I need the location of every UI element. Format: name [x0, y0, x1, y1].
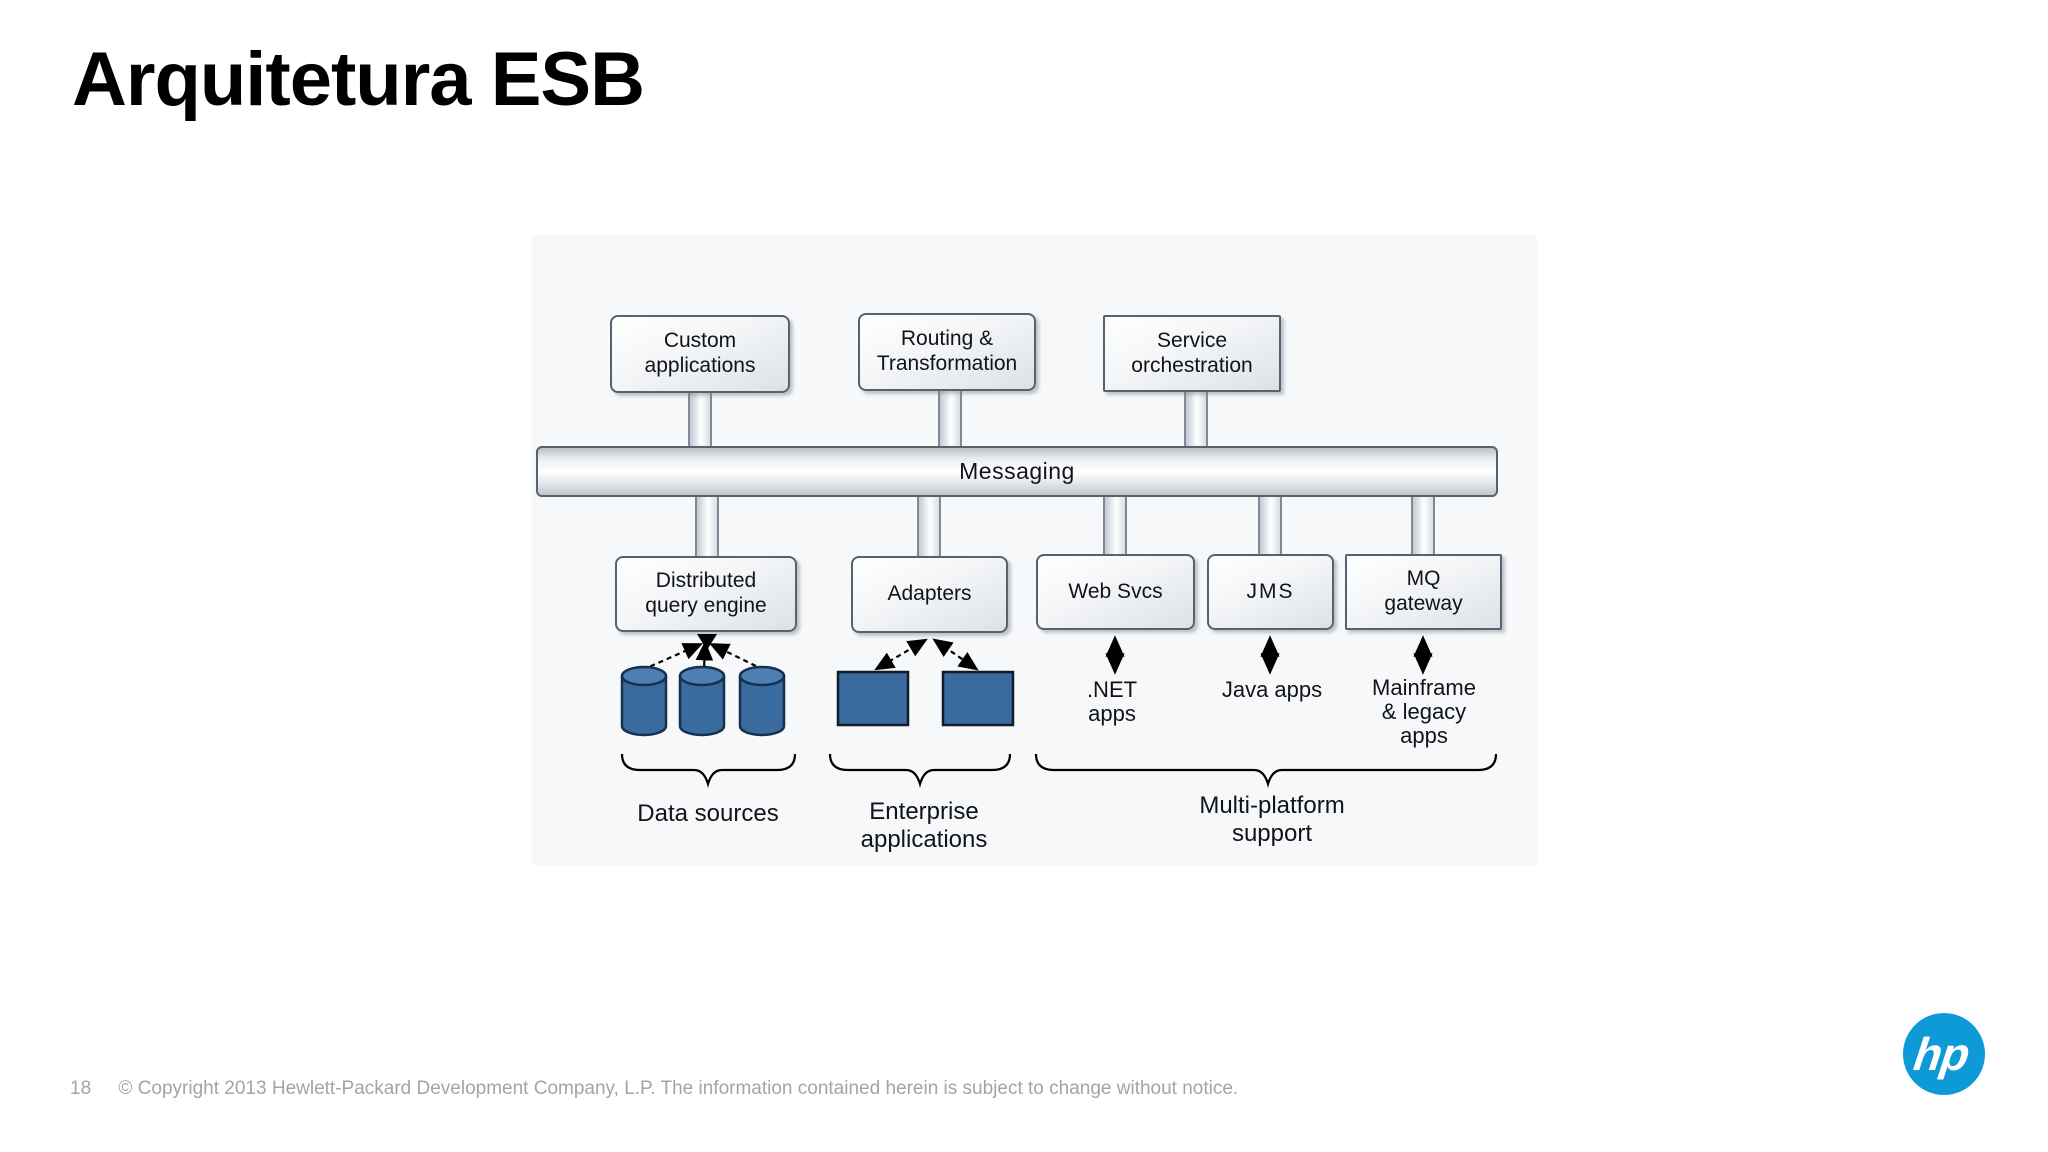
connector-web-svcs [1103, 494, 1127, 556]
node-mq-gateway: MQ gateway [1345, 554, 1502, 630]
footer-copyright: © Copyright 2013 Hewlett-Packard Develop… [118, 1078, 1239, 1099]
endpoint-dotnet-apps: .NET apps [1086, 677, 1138, 727]
group-label-multi-platform-support: Multi-platform support [1199, 792, 1345, 847]
slide-title: Arquitetura ESB [72, 37, 645, 122]
footer: 18 © Copyright 2013 Hewlett-Packard Deve… [70, 1078, 1238, 1100]
node-service-orchestration-label: Service orchestration [1131, 328, 1253, 377]
hp-logo-text: hp [1906, 1028, 1978, 1080]
endpoint-java-apps: Java apps [1221, 677, 1323, 702]
group-label-data-sources: Data sources [637, 800, 779, 827]
connector-adapters [917, 494, 941, 558]
endpoint-mainframe-legacy-apps: Mainframe & legacy apps [1372, 675, 1476, 749]
page-number: 18 [70, 1078, 92, 1099]
connector-distributed-query-engine [695, 494, 719, 558]
hp-logo: hp [1903, 1013, 1985, 1095]
group-label-enterprise-applications: Enterprise applications [860, 798, 988, 853]
connector-routing-transformation [938, 388, 962, 450]
messaging-bus-label: Messaging [959, 458, 1075, 484]
messaging-bus: Messaging [536, 446, 1498, 497]
connector-mq-gateway [1411, 494, 1435, 556]
node-mq-gateway-label: MQ gateway [1384, 567, 1463, 615]
node-custom-applications-label: Custom applications [644, 329, 756, 377]
node-adapters: Adapters [851, 556, 1008, 633]
node-distributed-query-engine-label: Distributed query engine [645, 569, 767, 617]
node-web-svcs: Web Svcs [1036, 554, 1195, 630]
node-jms: JMS [1207, 554, 1334, 630]
connector-custom-applications [688, 390, 712, 450]
node-web-svcs-label: Web Svcs [1068, 579, 1163, 603]
connector-jms [1258, 494, 1282, 556]
node-distributed-query-engine: Distributed query engine [615, 556, 797, 632]
node-service-orchestration: Service orchestration [1103, 315, 1281, 392]
node-routing-transformation: Routing & Transformation [858, 313, 1036, 391]
connector-service-orchestration [1184, 389, 1208, 450]
node-routing-transformation-label: Routing & Transformation [876, 327, 1018, 375]
node-jms-label: JMS [1246, 579, 1295, 603]
node-custom-applications: Custom applications [610, 315, 790, 393]
node-adapters-label: Adapters [887, 582, 972, 606]
